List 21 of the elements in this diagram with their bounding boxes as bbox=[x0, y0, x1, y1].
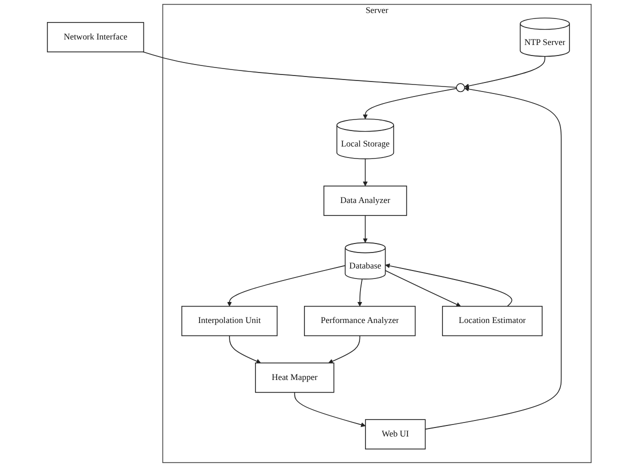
connector bbox=[142, 51, 458, 88]
arrow bbox=[227, 265, 346, 307]
node-box: Data Analyzer bbox=[324, 186, 408, 216]
arrow bbox=[464, 56, 546, 88]
arrow bbox=[363, 158, 368, 186]
arrow bbox=[363, 215, 368, 243]
arrow bbox=[425, 86, 562, 430]
arrow bbox=[385, 270, 462, 307]
node-box: Interpolation Unit bbox=[182, 306, 278, 336]
node-box: Network Interface bbox=[47, 22, 144, 52]
node-box: Web UI bbox=[365, 419, 426, 450]
arrow bbox=[385, 264, 513, 307]
node-box: Heat Mapper bbox=[255, 362, 334, 393]
arrow bbox=[363, 88, 458, 120]
arrow bbox=[358, 278, 363, 307]
node-circle bbox=[456, 83, 466, 92]
node-box: Performance Analyzer bbox=[304, 306, 416, 336]
arrow bbox=[294, 392, 366, 428]
node-box: Location Estimator bbox=[442, 306, 543, 336]
arrow bbox=[229, 335, 262, 364]
arrow bbox=[328, 335, 360, 364]
